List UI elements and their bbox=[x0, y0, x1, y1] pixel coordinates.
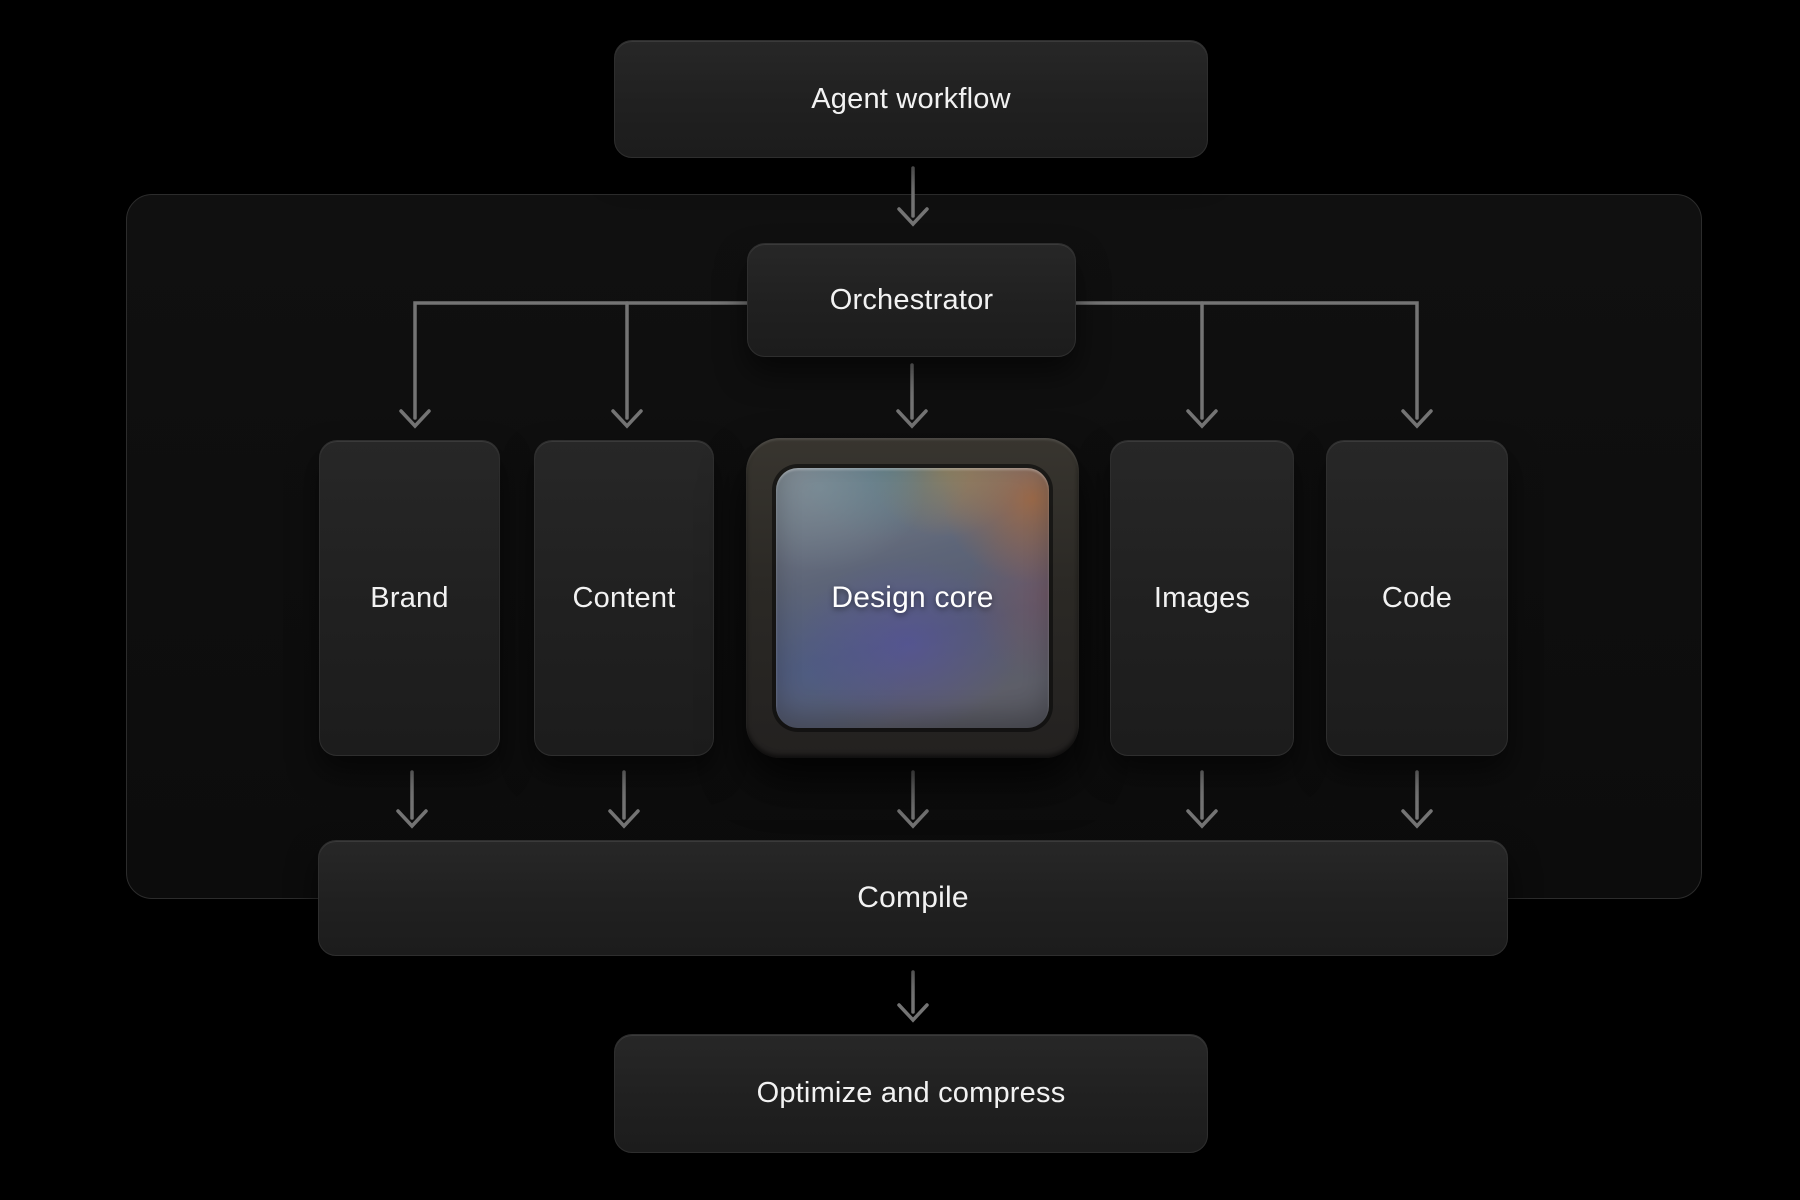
node-code: Code bbox=[1326, 440, 1508, 756]
node-images-label: Images bbox=[1153, 581, 1251, 614]
design-core-gradient-tile: Design core bbox=[776, 468, 1049, 728]
node-compile: Compile bbox=[318, 840, 1508, 956]
node-design-core: Design core bbox=[746, 438, 1079, 758]
node-compile-label: Compile bbox=[857, 881, 969, 914]
arrowhead-icon bbox=[897, 1003, 929, 1023]
node-orchestrator: Orchestrator bbox=[747, 243, 1076, 357]
node-brand: Brand bbox=[319, 440, 500, 756]
node-design-core-label: Design core bbox=[831, 581, 994, 614]
node-brand-label: Brand bbox=[370, 581, 449, 614]
node-content-label: Content bbox=[572, 581, 676, 614]
node-optimize-and-compress-label: Optimize and compress bbox=[756, 1077, 1066, 1109]
node-agent-workflow-label: Agent workflow bbox=[811, 82, 1011, 115]
node-agent-workflow: Agent workflow bbox=[614, 40, 1208, 158]
node-content: Content bbox=[534, 440, 714, 756]
node-images: Images bbox=[1110, 440, 1294, 756]
node-optimize-and-compress: Optimize and compress bbox=[614, 1034, 1208, 1153]
node-code-label: Code bbox=[1381, 581, 1453, 614]
node-orchestrator-label: Orchestrator bbox=[829, 283, 994, 316]
